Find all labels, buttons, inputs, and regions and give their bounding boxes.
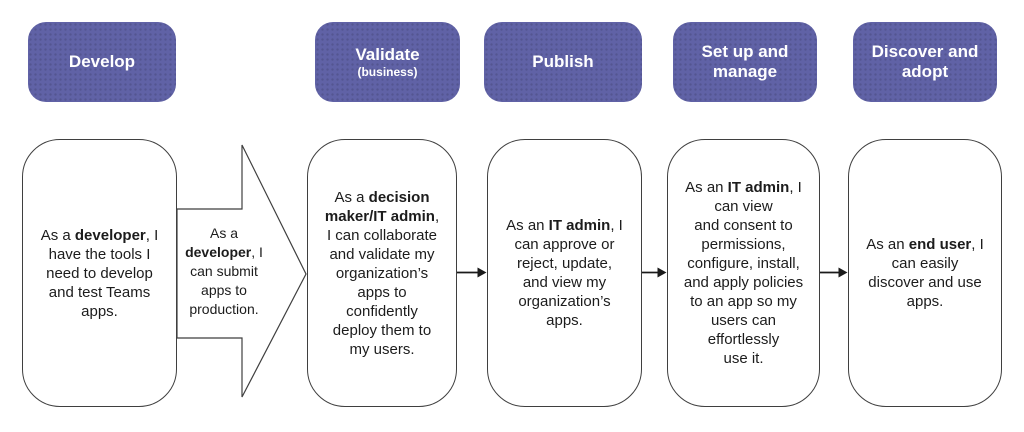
stage-header-discover-and-adopt: Discover and adopt bbox=[853, 22, 997, 102]
stage-card-text: As a decision maker/IT admin, I can coll… bbox=[324, 188, 440, 358]
stage-header-title: Develop bbox=[68, 51, 136, 71]
stage-card-discover-and-adopt: As an end user, I can easily discover an… bbox=[848, 139, 1002, 407]
stage-header-publish: Publish bbox=[484, 22, 642, 102]
stage-card-validate: As a decision maker/IT admin, I can coll… bbox=[307, 139, 457, 407]
stage-card-publish: As an IT admin, I can approve or reject,… bbox=[487, 139, 642, 407]
stage-card-text: As an end user, I can easily discover an… bbox=[866, 236, 984, 310]
block-arrow-text: As a developer, I can submit apps to pro… bbox=[185, 225, 263, 317]
connector-arrow-icon bbox=[820, 267, 848, 278]
stage-card-text: As an IT admin, I can approve or reject,… bbox=[506, 217, 623, 329]
stage-card-text: As an IT admin, I can view and consent t… bbox=[683, 179, 804, 367]
stage-header-title: Validate bbox=[355, 44, 420, 64]
stage-header-title: Discover and adopt bbox=[871, 41, 979, 81]
block-arrow-icon bbox=[176, 144, 307, 398]
stage-header-validate: Validate (business) bbox=[315, 22, 460, 102]
stage-header-develop: Develop bbox=[28, 22, 176, 102]
stage-card-text: As a developer, I have the tools I need … bbox=[40, 226, 159, 320]
stage-card-develop: As a developer, I have the tools I need … bbox=[22, 139, 177, 407]
connector-arrow-icon bbox=[642, 267, 667, 278]
stage-header-subtitle: (business) bbox=[357, 64, 418, 79]
connector-arrow-icon bbox=[457, 267, 487, 278]
stage-header-title: Publish bbox=[532, 51, 594, 71]
stage-card-set-up-and-manage: As an IT admin, I can view and consent t… bbox=[667, 139, 820, 407]
stage-header-title: Set up and manage bbox=[701, 41, 789, 81]
stage-header-set-up-and-manage: Set up and manage bbox=[673, 22, 817, 102]
